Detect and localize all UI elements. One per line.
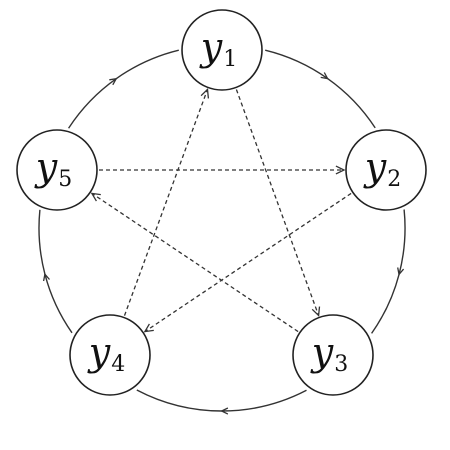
ring-edge-y5-y1 <box>68 49 179 129</box>
node-label: y2 <box>363 145 401 192</box>
ring-arc <box>38 209 73 334</box>
node-label-subscript: 3 <box>334 352 348 377</box>
node-circle <box>181 9 263 91</box>
ring-edge-y1-y2 <box>265 49 376 129</box>
node-label-subscript: 2 <box>387 167 401 192</box>
ring-arc <box>265 49 376 129</box>
dashed-arrow-head <box>143 323 154 333</box>
node-y3: y3 <box>292 314 374 396</box>
node-label-base: y <box>87 330 111 374</box>
node-y4: y4 <box>69 314 151 396</box>
ring-arrow-head <box>42 272 50 282</box>
node-label-base: y <box>310 330 334 374</box>
node-label-subscript: 1 <box>223 47 237 72</box>
ring-arrow-head <box>320 72 329 80</box>
dashed-arrow-head <box>200 87 210 99</box>
node-label-base: y <box>363 145 387 189</box>
dashed-edge-y3-y5 <box>90 192 299 333</box>
ring-arc <box>68 49 179 129</box>
node-y5: y5 <box>16 129 98 211</box>
node-circle <box>292 314 374 396</box>
node-y1: y1 <box>181 9 263 91</box>
node-circle <box>16 129 98 211</box>
node-label: y3 <box>310 330 348 377</box>
node-circle <box>345 129 427 211</box>
node-y2: y2 <box>345 129 427 211</box>
dashed-line <box>144 192 352 333</box>
ring-edge-y3-y4 <box>136 389 307 415</box>
node-label-subscript: 4 <box>111 352 125 377</box>
dashed-line <box>123 89 209 316</box>
dashed-edge-y5-y2 <box>99 165 346 175</box>
ring-arrow-head <box>220 407 229 415</box>
dashed-arrow-head <box>90 192 101 202</box>
dashed-edge-y1-y3 <box>235 89 321 317</box>
dashed-edge-y2-y4 <box>143 192 352 333</box>
node-label: y5 <box>34 145 72 192</box>
dashed-arrow-head <box>335 165 346 175</box>
ring-arc <box>371 209 406 334</box>
dashed-edges <box>90 87 352 333</box>
node-label: y4 <box>87 330 125 377</box>
dashed-line <box>91 192 299 333</box>
ring-arrow-head <box>397 267 405 276</box>
node-label-base: y <box>34 145 58 189</box>
node-label-subscript: 5 <box>58 167 72 192</box>
ring-arrow-head <box>109 77 118 86</box>
ring-edge-y2-y3 <box>371 209 406 334</box>
ring-edges <box>38 49 406 415</box>
node-circle <box>69 314 151 396</box>
node-label: y1 <box>199 25 237 72</box>
ring-arc <box>136 389 307 412</box>
ring-edge-y4-y5 <box>38 209 73 334</box>
dashed-line <box>235 89 320 316</box>
dashed-edge-y4-y1 <box>123 87 210 316</box>
node-label-base: y <box>199 25 223 69</box>
dashed-arrow-head <box>311 306 321 317</box>
